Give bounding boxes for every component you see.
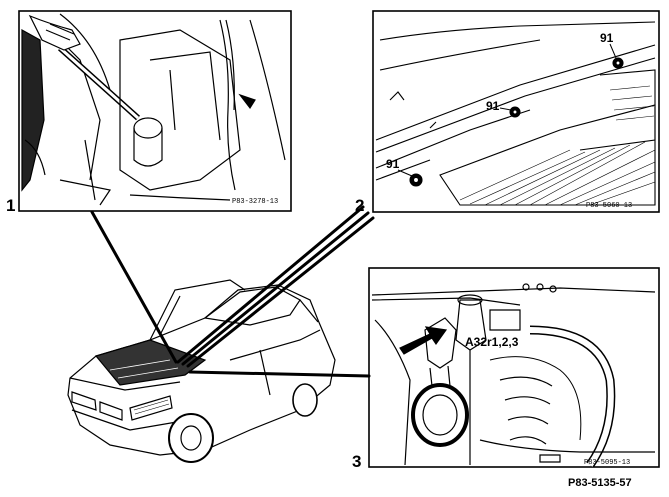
- panel-3: A32r1,2,3 P83-5095-13 3: [352, 267, 660, 471]
- panel-2-grille-hatch: [459, 141, 656, 206]
- panel-2-callout-91-left: 91: [386, 157, 400, 171]
- leader-lines: [90, 205, 375, 378]
- panel-1-ref: P83-3278-13: [232, 198, 278, 206]
- figure-id: P83-5135-57: [568, 477, 632, 489]
- leader-panel-1: [90, 210, 178, 364]
- leader-panel-3: [188, 370, 371, 378]
- panel-2-number: 2: [355, 196, 364, 215]
- panel-3-callout-a32r: A32r1,2,3: [465, 335, 519, 349]
- panel-2-ref: P83-5060-13: [586, 202, 632, 210]
- car-illustration: [67, 279, 336, 463]
- panel-1-illustration: [21, 13, 286, 206]
- panel-3-number: 3: [352, 452, 361, 471]
- panel-2-leaders: [397, 43, 617, 177]
- panel-3-ref: P83-5095-13: [584, 459, 630, 467]
- panel-3-illustration: [371, 283, 656, 468]
- leader-panel-2-b: [181, 211, 370, 366]
- panel-2: 91 91 91 P83-5060-13 2: [355, 10, 660, 215]
- panel-1: P83-3278-13 1: [6, 10, 292, 215]
- panel-3-frame: [368, 267, 660, 468]
- leader-panel-2-a: [176, 205, 365, 364]
- panel-2-illustration: [375, 21, 656, 206]
- panel-2-callout-91-right: 91: [600, 31, 614, 45]
- leader-panel-2-c: [186, 216, 375, 368]
- panel-2-callout-91-middle: 91: [486, 99, 500, 113]
- panel-1-number: 1: [6, 196, 15, 215]
